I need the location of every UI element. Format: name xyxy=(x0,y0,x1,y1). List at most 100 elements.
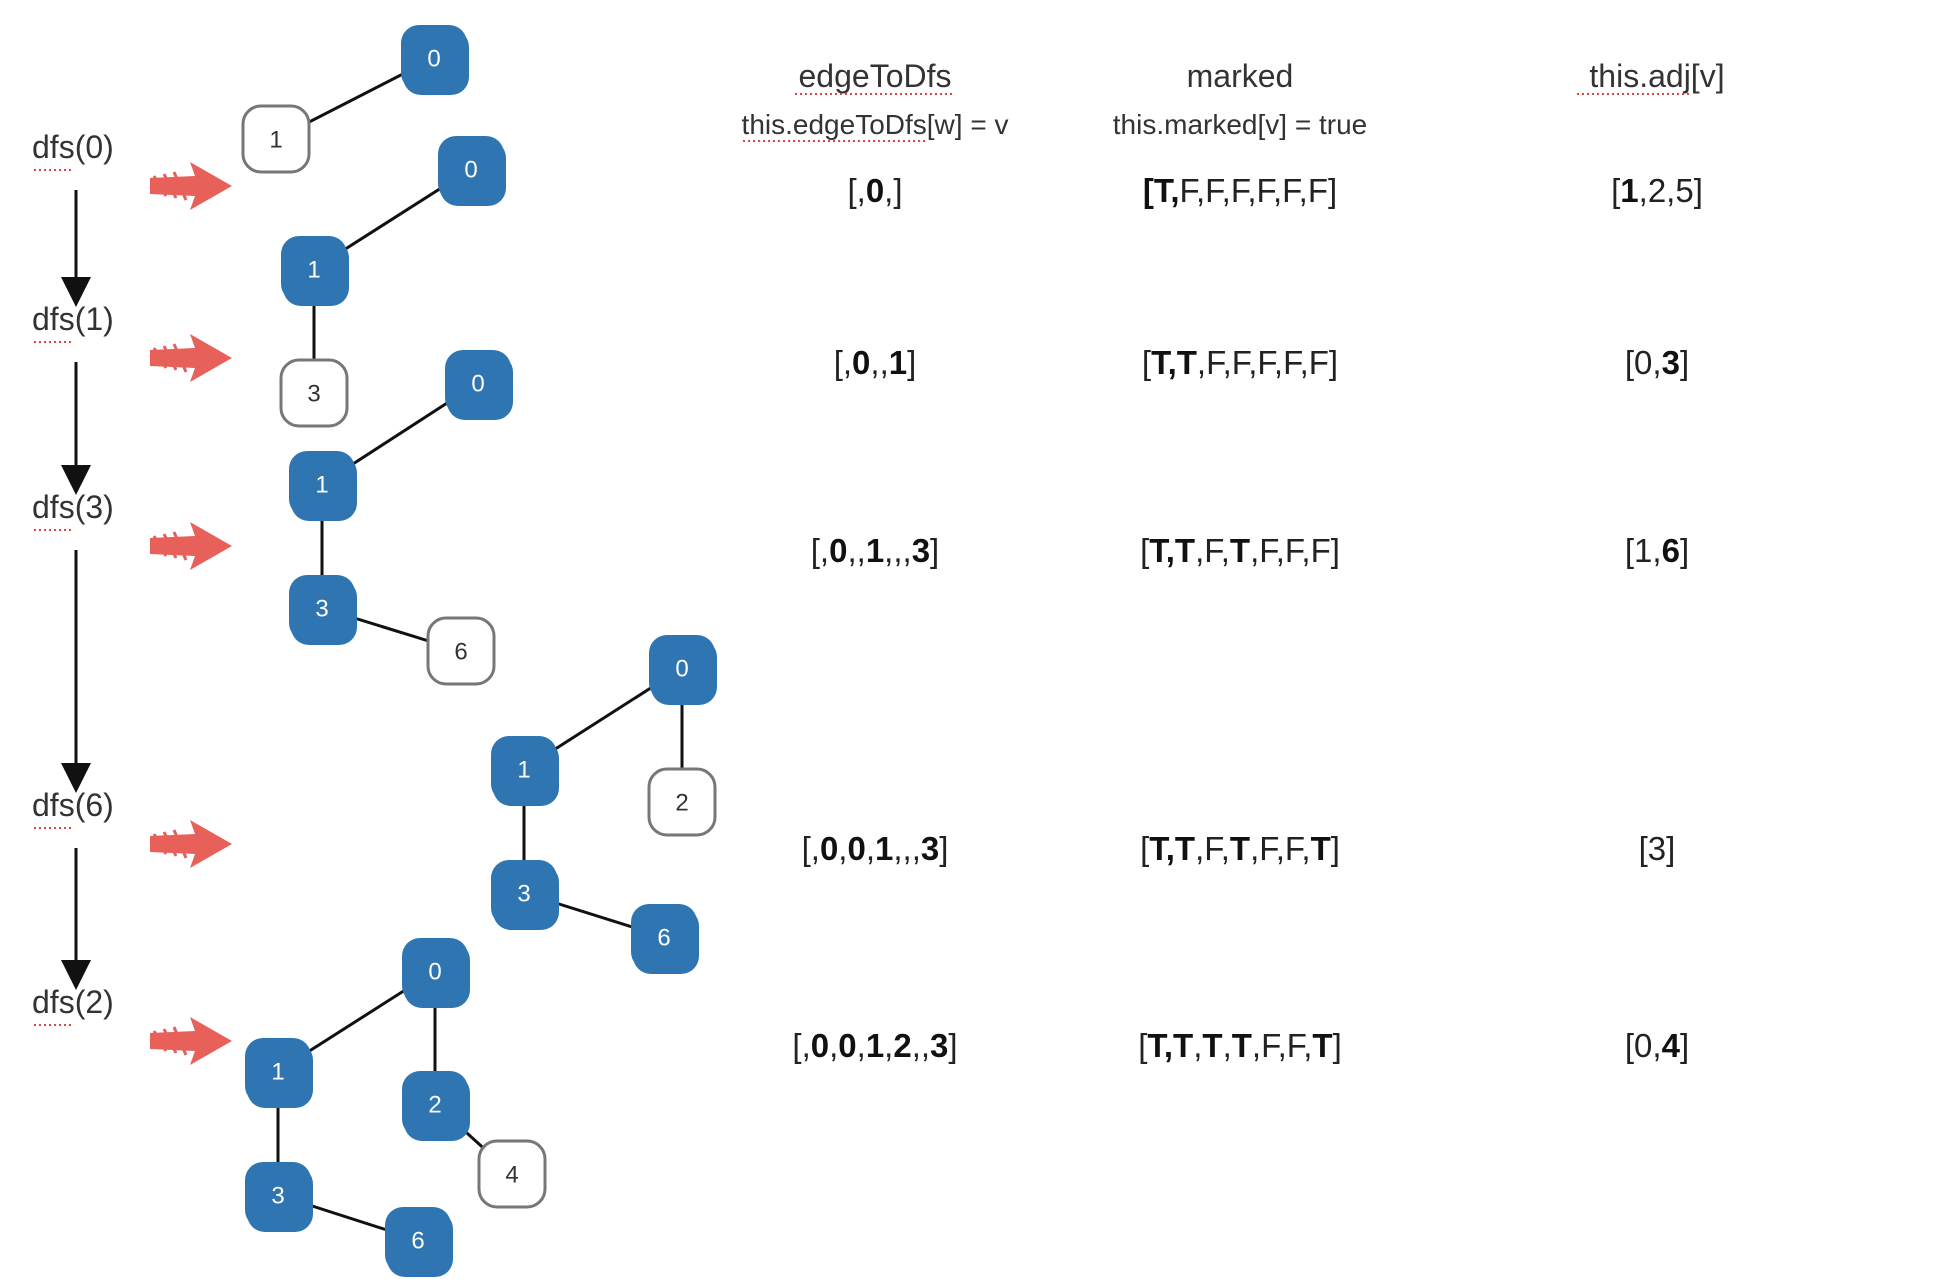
red-arrow-icon xyxy=(150,820,232,868)
cell-segment: 3 xyxy=(912,532,930,569)
state-table: [,0,][T,F,F,F,F,F,F][1,2,5][,0,,1][T,T,F… xyxy=(792,172,1702,1064)
visited-node: 0 xyxy=(402,938,470,1008)
cell-adj: [3] xyxy=(1639,830,1676,867)
node-label: 3 xyxy=(271,1183,284,1210)
cell-segment: ,, xyxy=(870,344,888,381)
node-label: 0 xyxy=(464,157,477,184)
cell-segment: 4 xyxy=(1662,1027,1681,1064)
cell-segment: T,T xyxy=(1147,1027,1193,1064)
current-node: 2 xyxy=(647,767,717,837)
cell-segment: ] xyxy=(1680,1027,1689,1064)
graph-snapshot: 0 1 3 xyxy=(279,136,506,428)
cell-segment: [ xyxy=(1140,532,1149,569)
cell-segment: [ xyxy=(1138,1027,1147,1064)
cell-edgeto: [,0,0,1,,,3] xyxy=(802,830,949,867)
cell-segment: ,2,5] xyxy=(1639,172,1703,209)
visited-node: 0 xyxy=(649,635,717,705)
cell-segment: [3] xyxy=(1639,830,1676,867)
red-arrow-icon xyxy=(150,334,232,382)
cell-segment: ,,, xyxy=(893,830,921,867)
subheader-edgeTo: this.edgeToDfs[w] = v xyxy=(742,109,1009,140)
cell-segment: 0 xyxy=(811,1027,829,1064)
cell-segment: T xyxy=(1202,1027,1222,1064)
cell-segment: F,F,F,F,F,F] xyxy=(1180,172,1338,209)
node-label: 1 xyxy=(269,127,282,154)
cell-segment: 3 xyxy=(930,1027,948,1064)
cell-segment: 3 xyxy=(921,830,939,867)
cell-segment: , xyxy=(829,1027,838,1064)
header-adj: this.adj[v] xyxy=(1589,58,1724,94)
header-marked: marked xyxy=(1187,58,1294,94)
visited-node: 3 xyxy=(289,575,357,645)
node-label: 0 xyxy=(427,46,440,73)
cell-segment: [, xyxy=(834,344,852,381)
cell-edgeto: [,0,] xyxy=(847,172,902,209)
node-label: 1 xyxy=(271,1059,284,1086)
cell-segment: [, xyxy=(802,830,820,867)
cell-edgeto: [,0,,1] xyxy=(834,344,917,381)
visited-node: 1 xyxy=(289,451,357,521)
node-label: 1 xyxy=(307,257,320,284)
cell-marked: [T,T,F,F,F,F,F] xyxy=(1142,344,1338,381)
cell-segment: [ xyxy=(1140,830,1149,867)
node-label: 4 xyxy=(505,1162,518,1189)
visited-node: 1 xyxy=(281,236,349,306)
cell-segment: T xyxy=(1311,830,1331,867)
visited-node: 3 xyxy=(245,1162,313,1232)
cell-segment: [, xyxy=(847,172,865,209)
cell-segment: 1 xyxy=(889,344,907,381)
cell-marked: [T,F,F,F,F,F,F] xyxy=(1143,172,1337,209)
cell-segment: ] xyxy=(939,830,948,867)
visited-node: 1 xyxy=(245,1038,313,1108)
node-label: 1 xyxy=(315,472,328,499)
cell-segment: [0, xyxy=(1625,1027,1662,1064)
graph-snapshot: 0 1 3 6 xyxy=(289,350,513,686)
node-label: 3 xyxy=(307,381,320,408)
cell-segment: 0 xyxy=(847,830,865,867)
cell-segment: T xyxy=(1230,532,1250,569)
visited-node: 6 xyxy=(385,1207,453,1277)
node-label: 6 xyxy=(411,1228,424,1255)
node-label: 3 xyxy=(315,596,328,623)
cell-segment: ,] xyxy=(884,172,902,209)
visited-node: 0 xyxy=(401,25,469,95)
cell-segment: T xyxy=(1232,1027,1252,1064)
cell-segment: ,F,F,F,F,F] xyxy=(1197,344,1338,381)
visited-node: 1 xyxy=(491,736,559,806)
cell-segment: , xyxy=(866,830,875,867)
cell-segment: 1 xyxy=(866,1027,884,1064)
cell-adj: [0,3] xyxy=(1625,344,1689,381)
node-label: 0 xyxy=(471,371,484,398)
dfs-call-label: dfs(0) xyxy=(32,129,114,165)
cell-segment: [ xyxy=(1142,344,1151,381)
cell-segment: ,, xyxy=(847,532,865,569)
subheader-marked: this.marked[v] = true xyxy=(1113,109,1367,140)
visited-node: 6 xyxy=(631,904,699,974)
cell-segment: ] xyxy=(1331,830,1340,867)
red-arrow-icon xyxy=(150,1017,232,1065)
node-label: 0 xyxy=(675,656,688,683)
dfs-call-label: dfs(6) xyxy=(32,787,114,823)
current-node: 1 xyxy=(241,104,311,174)
cell-segment: , xyxy=(1223,1027,1232,1064)
node-label: 3 xyxy=(517,881,530,908)
cell-segment: ,, xyxy=(912,1027,930,1064)
node-label: 6 xyxy=(454,639,467,666)
cell-segment: ,,, xyxy=(884,532,912,569)
cell-segment: 2 xyxy=(893,1027,911,1064)
current-node: 4 xyxy=(477,1139,547,1209)
dfs-call-label: dfs(1) xyxy=(32,301,114,337)
cell-adj: [1,2,5] xyxy=(1611,172,1703,209)
cell-segment: 0 xyxy=(820,830,838,867)
dfs-call-flow: dfs(0)dfs(1)dfs(3)dfs(6)dfs(2) xyxy=(32,129,232,1065)
cell-segment: [ xyxy=(1611,172,1620,209)
cell-marked: [T,T,T,T,F,F,T] xyxy=(1138,1027,1342,1064)
cell-adj: [0,4] xyxy=(1625,1027,1689,1064)
cell-segment: , xyxy=(884,1027,893,1064)
cell-segment: 0 xyxy=(852,344,870,381)
cell-segment: ] xyxy=(1680,344,1689,381)
cell-segment: ,F, xyxy=(1195,830,1230,867)
